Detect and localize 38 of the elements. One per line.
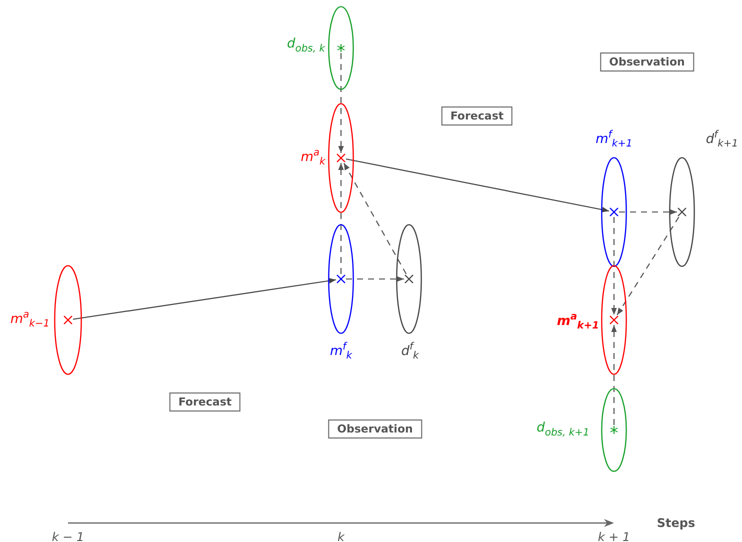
tick-label: k + 1 [598, 530, 630, 542]
ellipse-node [328, 6, 354, 90]
cross-mark [63, 315, 73, 325]
arrow [338, 53, 344, 153]
ellipse-node [601, 388, 627, 472]
ellipse-node [54, 265, 82, 375]
arrow [343, 162, 407, 274]
variable-label: d$_{obs, k}$ [286, 38, 326, 54]
cross-mark [677, 207, 687, 217]
arrow [611, 325, 617, 425]
ellipse-node [396, 224, 422, 334]
arrow [346, 158, 610, 212]
arrow [72, 278, 336, 320]
star-mark [336, 43, 346, 53]
phase-label-box: Observation [600, 52, 694, 72]
arrow [616, 216, 680, 316]
axis-title: Steps [656, 516, 696, 530]
ellipse-node [328, 103, 354, 213]
cross-mark [336, 153, 346, 163]
phase-label-box: Observation [328, 420, 422, 438]
cross-mark [336, 274, 346, 284]
arrow [619, 209, 677, 215]
tick-label: k [338, 530, 344, 542]
arrow [611, 217, 617, 315]
cross-mark [609, 315, 619, 325]
cross-mark [609, 207, 619, 217]
variable-label: d$_{obs, k+1}$ [536, 422, 590, 438]
star-mark [609, 425, 619, 435]
phase-label-box: Forecast [441, 106, 513, 126]
ellipse-node [601, 157, 627, 267]
arrow [346, 276, 404, 282]
ellipse-node [328, 224, 354, 334]
cross-mark [404, 274, 414, 284]
arrow [338, 163, 344, 274]
ellipse-node [601, 265, 627, 375]
ellipse-node [669, 157, 695, 267]
tick-label: k − 1 [52, 530, 84, 542]
phase-label-box: Forecast [169, 392, 241, 412]
